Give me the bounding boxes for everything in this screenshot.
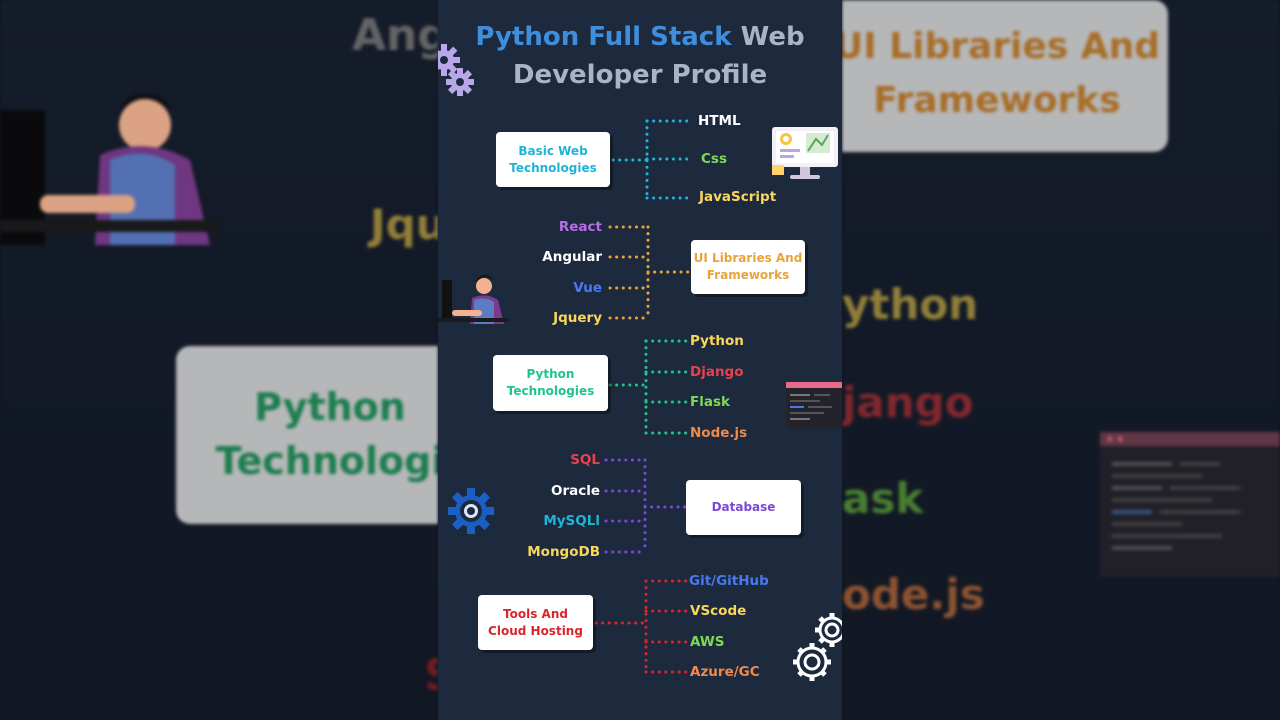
- item-oracle: Oracle: [550, 483, 600, 499]
- item-aws: AWS: [690, 634, 725, 650]
- item-git-github: Git/GitHub: [689, 573, 769, 589]
- developer-at-desk-icon: [438, 275, 508, 324]
- item-css: Css: [701, 151, 727, 167]
- item-javascript: JavaScript: [699, 189, 777, 205]
- item-vue: Vue: [573, 280, 602, 296]
- gear-blue-icon: [448, 488, 494, 534]
- code-editor-icon: [786, 382, 842, 428]
- item-azure-gc: Azure/GC: [690, 664, 760, 680]
- bg-text-django: jango: [842, 378, 974, 427]
- card-label: Database: [711, 500, 776, 514]
- item-mysql: MySQLl: [543, 513, 600, 529]
- card-label: UI Libraries And Frameworks: [693, 251, 803, 282]
- item-sql: SQL: [570, 452, 600, 468]
- bg-text-angular: Angu: [352, 10, 438, 61]
- connector-lines: [594, 119, 692, 674]
- card-basic-web-technologies: Basic Web Technologies: [496, 132, 610, 187]
- bg-text-nodejs: ode.js: [842, 570, 985, 619]
- gears-white-icon: [793, 613, 842, 681]
- code-editor-icon: [1100, 432, 1280, 577]
- card-database: Database: [686, 480, 801, 535]
- item-jquery: Jquery: [553, 310, 602, 326]
- background-left: Angu Jqu Python Technologi S: [0, 0, 438, 720]
- item-angular: Angular: [542, 249, 602, 265]
- title-rest-2: Developer Profile: [512, 60, 768, 90]
- page-title: Python Full Stack Web Developer Profile: [438, 18, 842, 94]
- bg-text-flask: ask: [842, 474, 924, 523]
- bg-text-python: ython: [842, 280, 979, 329]
- item-mongodb: MongoDB: [527, 544, 600, 560]
- monitor-dashboard-icon: [772, 127, 838, 179]
- bg-text-jquery: Jqu: [370, 200, 438, 249]
- item-react: React: [558, 219, 602, 235]
- item-django: Django: [690, 364, 744, 380]
- card-tools-and-cloud-hosting: Tools And Cloud Hosting: [478, 595, 593, 650]
- bg-card-ui-label: UI Libraries And Frameworks: [842, 26, 1160, 121]
- card-label: Tools And Cloud Hosting: [488, 606, 583, 638]
- bg-card-ui-libraries: [842, 0, 1168, 152]
- gears-icon: [438, 44, 474, 96]
- item-nodejs: Node.js: [690, 425, 748, 441]
- bg-card-python: [176, 346, 438, 524]
- item-flask: Flask: [690, 394, 730, 410]
- bg-text-s: S: [424, 650, 438, 701]
- bg-card-python-label: Python Technologi: [215, 385, 438, 483]
- card-label: Basic Web Technologies: [509, 143, 597, 175]
- card-label: Python Technologies: [506, 367, 595, 398]
- title-highlight: Python Full Stack: [475, 22, 732, 52]
- card-ui-libraries-and-frameworks: UI Libraries And Frameworks: [691, 240, 805, 294]
- background-right: UI Libraries And Frameworks ython jango …: [842, 0, 1280, 720]
- card-python-technologies: Python Technologies: [493, 355, 608, 411]
- item-vscode: VScode: [690, 603, 747, 619]
- item-python: Python: [690, 333, 744, 349]
- item-html: HTML: [698, 113, 741, 129]
- infographic-panel: Python Full Stack Web Developer Profile: [438, 0, 842, 720]
- developer-at-desk-icon: [0, 93, 220, 245]
- title-rest-1: Web: [740, 22, 805, 52]
